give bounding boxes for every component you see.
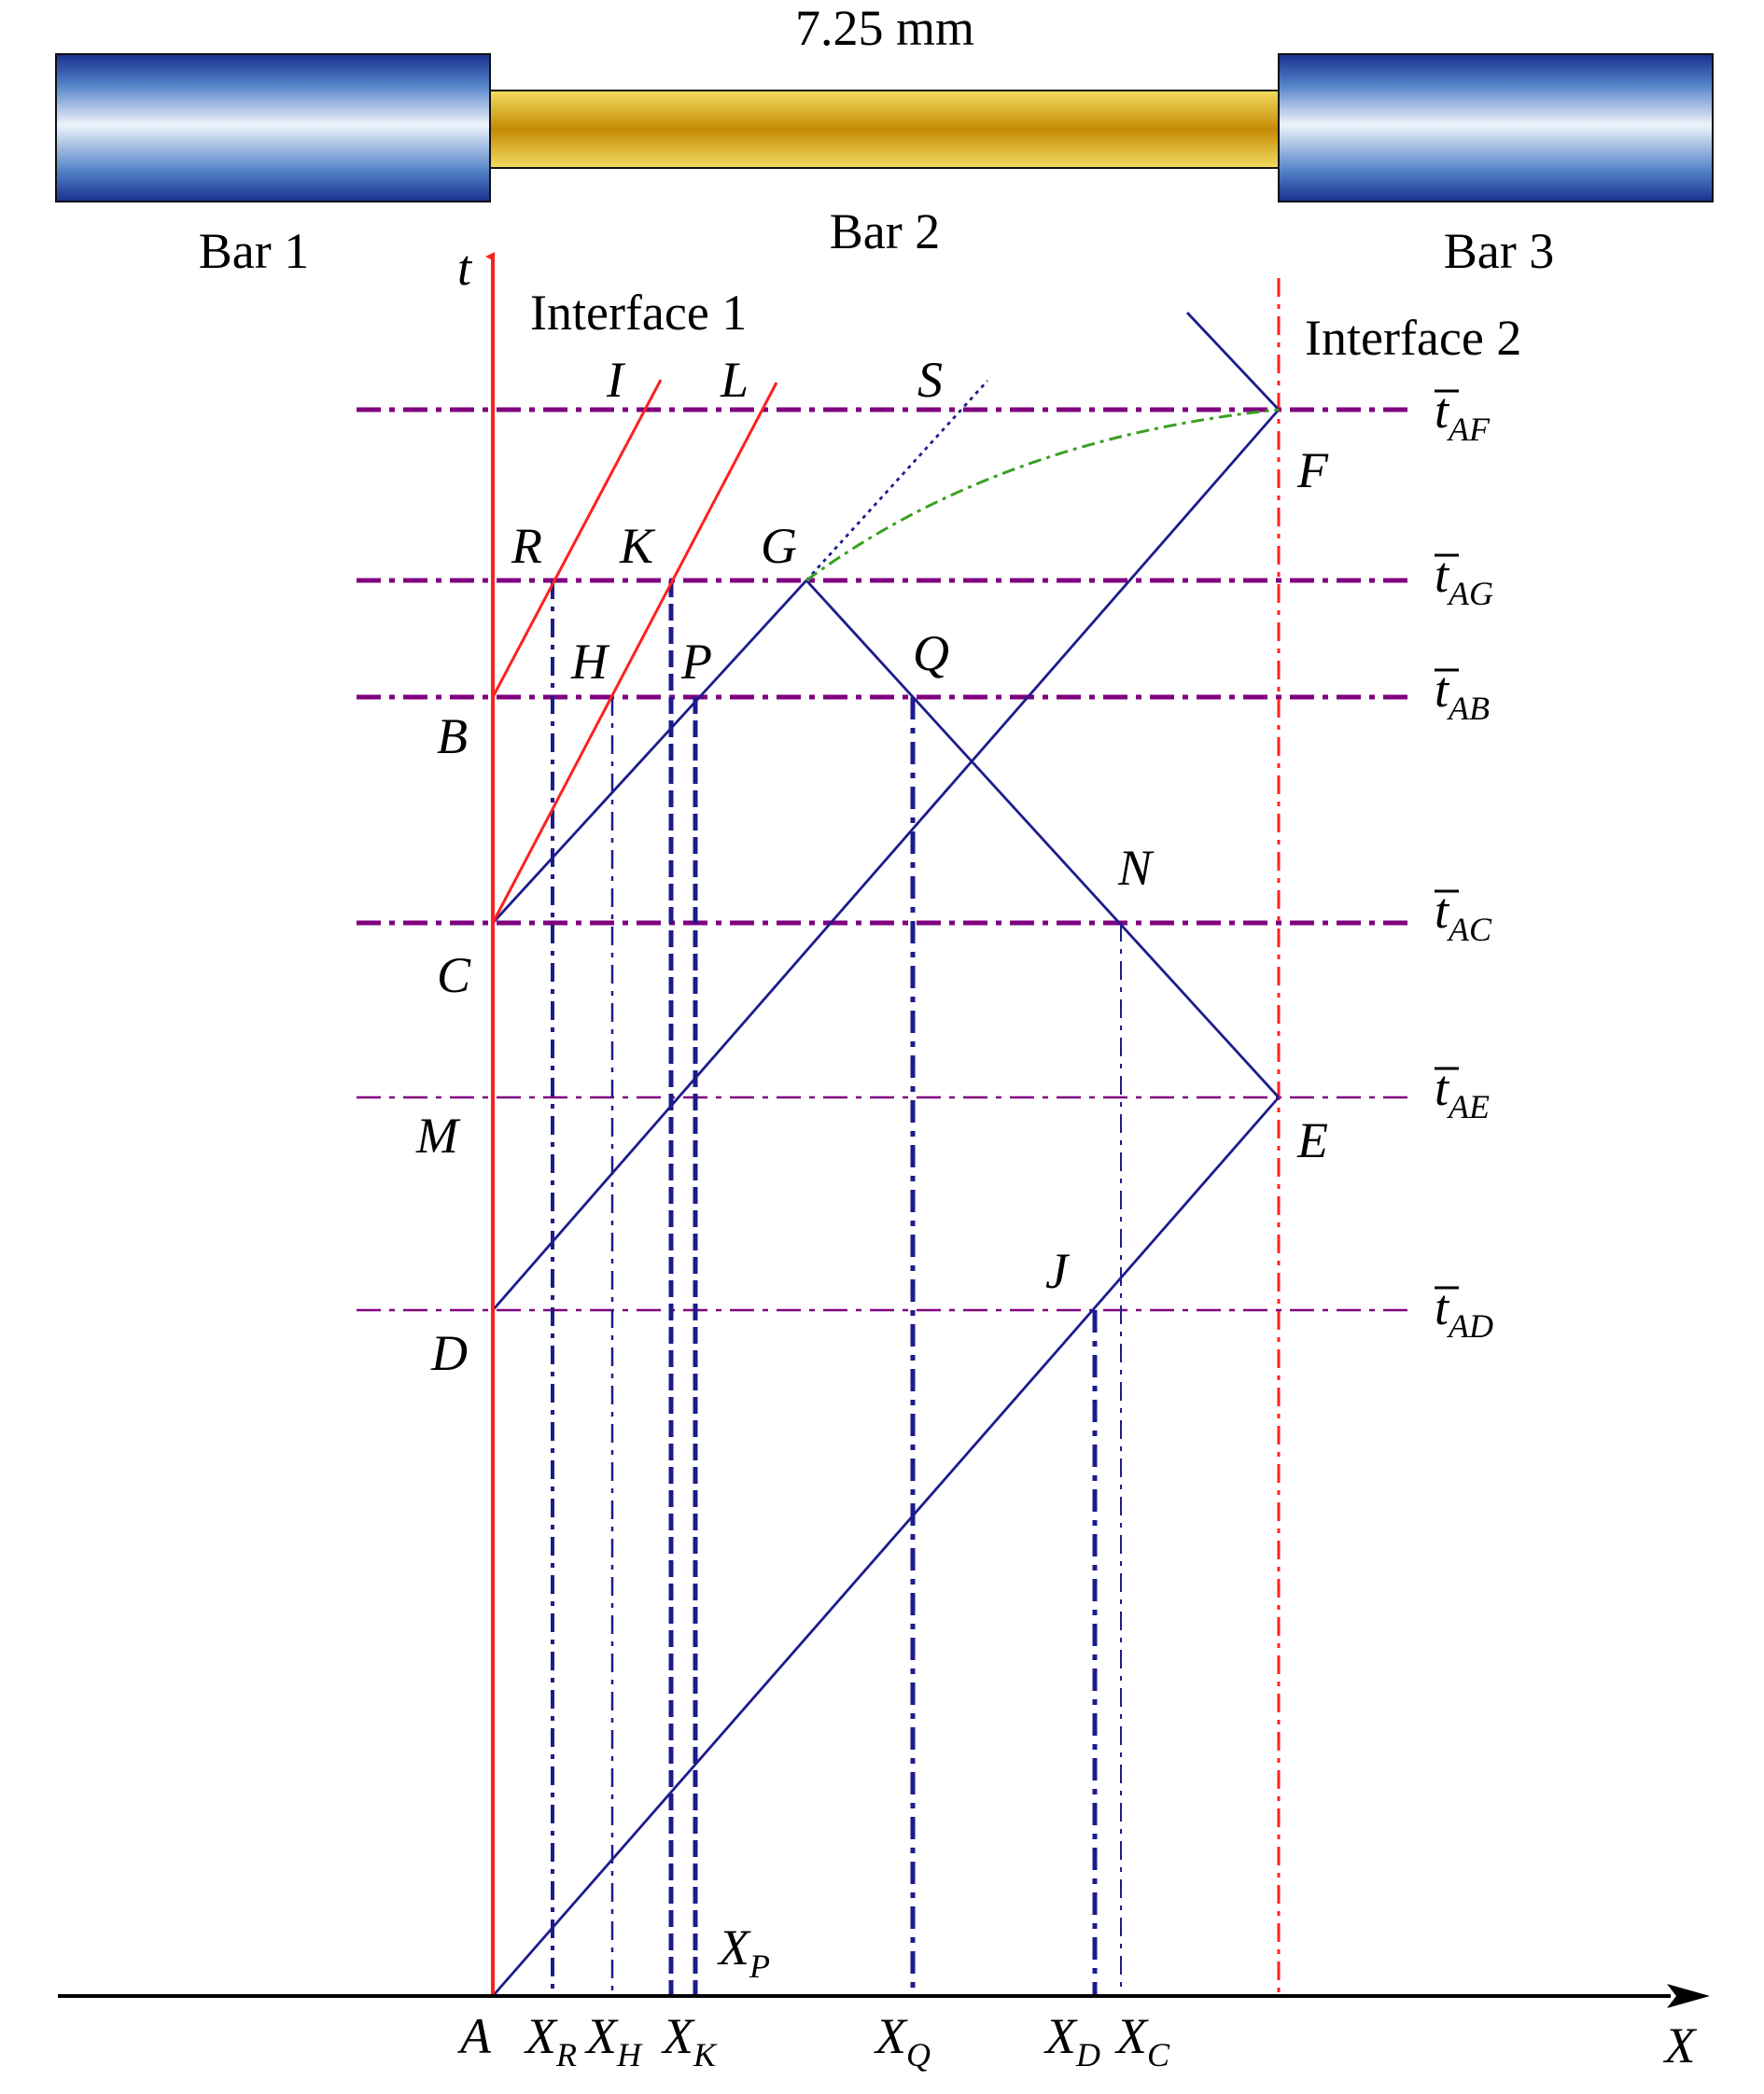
x-label-k: XK (661, 2008, 718, 2073)
x-label-d-sub: D (1075, 2036, 1100, 2073)
x-label-h: XH (584, 2008, 643, 2073)
point-label-i: I (606, 352, 626, 408)
time-label-ac-sub: AC (1447, 911, 1492, 948)
time-label-ad-base: t (1435, 1279, 1450, 1335)
time-label-af-sub: AF (1447, 411, 1491, 448)
point-label-h: H (570, 634, 610, 690)
time-label-ab-sub: AB (1447, 690, 1490, 727)
svg-text:tAE: tAE (1435, 1060, 1490, 1125)
x-label-q-sub: Q (906, 2036, 931, 2073)
point-label-s: S (917, 352, 943, 408)
time-label-ag-base: t (1435, 547, 1450, 603)
time-label-ag: tAG (1435, 547, 1493, 612)
bar-2-label: Bar 2 (830, 203, 940, 259)
bar-1-shape (55, 53, 491, 202)
x-label-c-base: X (1114, 2008, 1149, 2064)
wave-a-e (491, 1096, 1281, 1997)
time-label-ad-sub: AD (1447, 1307, 1493, 1345)
x-position-labels: XR XH XK XQ XD XC XP (524, 1920, 1170, 2073)
time-label-ae: tAE (1435, 1060, 1490, 1125)
time-label-ag-sub: AG (1447, 575, 1493, 612)
point-label-e: E (1296, 1112, 1328, 1168)
x-axis-label: X (1663, 2017, 1698, 2073)
point-label-f: F (1296, 442, 1329, 498)
point-label-b: B (437, 708, 468, 764)
red-line-b-i (491, 379, 663, 698)
x-label-r-sub: R (555, 2036, 577, 2073)
x-axis-arrow (1667, 1984, 1710, 2008)
x-label-q-base: X (874, 2008, 908, 2064)
point-label-r: R (511, 518, 542, 574)
wave-d-f (491, 409, 1281, 1311)
wave-e-g (805, 579, 1281, 1098)
x-label-d: XD (1043, 2008, 1100, 2073)
point-label-l: L (720, 352, 749, 408)
time-label-ae-sub: AE (1447, 1088, 1490, 1125)
point-label-m: M (415, 1108, 461, 1164)
x-label-p-base: X (717, 1920, 751, 1975)
bar-2-shape (489, 90, 1280, 169)
t-axis-label: t (457, 240, 473, 296)
bar-1-label: Bar 1 (199, 223, 309, 279)
point-label-g: G (761, 518, 797, 574)
time-label-ab-base: t (1435, 662, 1450, 718)
bar-length-label: 7.25 mm (795, 0, 974, 56)
point-label-c: C (437, 947, 471, 1003)
x-label-r: XR (524, 2008, 577, 2073)
time-label-af: tAF (1435, 383, 1491, 448)
red-wave-lines (491, 379, 778, 924)
x-label-k-sub: K (693, 2036, 718, 2073)
x-label-q: XQ (874, 2008, 931, 2073)
x-label-c-sub: C (1147, 2036, 1170, 2073)
x-label-h-sub: H (616, 2036, 643, 2073)
red-line-c-l (491, 382, 778, 924)
time-level-lines (357, 407, 1409, 1312)
bar-3-label: Bar 3 (1444, 223, 1554, 279)
x-label-p: XP (717, 1920, 770, 1985)
time-label-af-base: t (1435, 383, 1450, 439)
time-label-ad: tAD (1435, 1279, 1493, 1345)
svg-text:tAG: tAG (1435, 547, 1493, 612)
wave-g-s-dotted (805, 380, 989, 581)
x-label-c: XC (1114, 2008, 1170, 2073)
bar-3-shape (1278, 53, 1714, 202)
x-label-d-base: X (1043, 2008, 1078, 2064)
point-label-p: P (680, 634, 712, 690)
point-label-q: Q (913, 625, 949, 681)
wave-lines (491, 312, 1281, 1997)
x-label-k-base: X (661, 2008, 695, 2064)
time-label-ac-base: t (1435, 883, 1450, 939)
wave-c-g (491, 579, 808, 924)
curve-g-f (805, 408, 1280, 582)
time-label-ae-base: t (1435, 1060, 1450, 1116)
point-label-a: A (457, 2008, 492, 2064)
point-labels: I L S R K G F H P Q B N C M E J D A (415, 352, 1329, 2064)
time-label-ab: tAB (1435, 662, 1490, 727)
svg-text:tAF: tAF (1435, 383, 1491, 448)
interface-1-label: Interface 1 (530, 285, 747, 341)
wave-f-reflect (1185, 312, 1281, 411)
svg-text:tAB: tAB (1435, 662, 1490, 727)
point-label-n: N (1117, 840, 1155, 896)
x-label-r-base: X (524, 2008, 558, 2064)
svg-text:tAC: tAC (1435, 883, 1492, 948)
x-label-p-sub: P (749, 1947, 770, 1985)
time-level-labels: tAF tAG tAB tAC tAE tAD (1435, 383, 1493, 1345)
point-label-j: J (1045, 1243, 1071, 1299)
x-projection-lines (551, 580, 1122, 1996)
point-label-k: K (619, 518, 656, 574)
time-label-ac: tAC (1435, 883, 1492, 948)
x-label-h-base: X (584, 2008, 619, 2064)
interface-2-label: Interface 2 (1305, 310, 1521, 366)
svg-text:tAD: tAD (1435, 1279, 1493, 1345)
point-label-d: D (430, 1325, 468, 1381)
